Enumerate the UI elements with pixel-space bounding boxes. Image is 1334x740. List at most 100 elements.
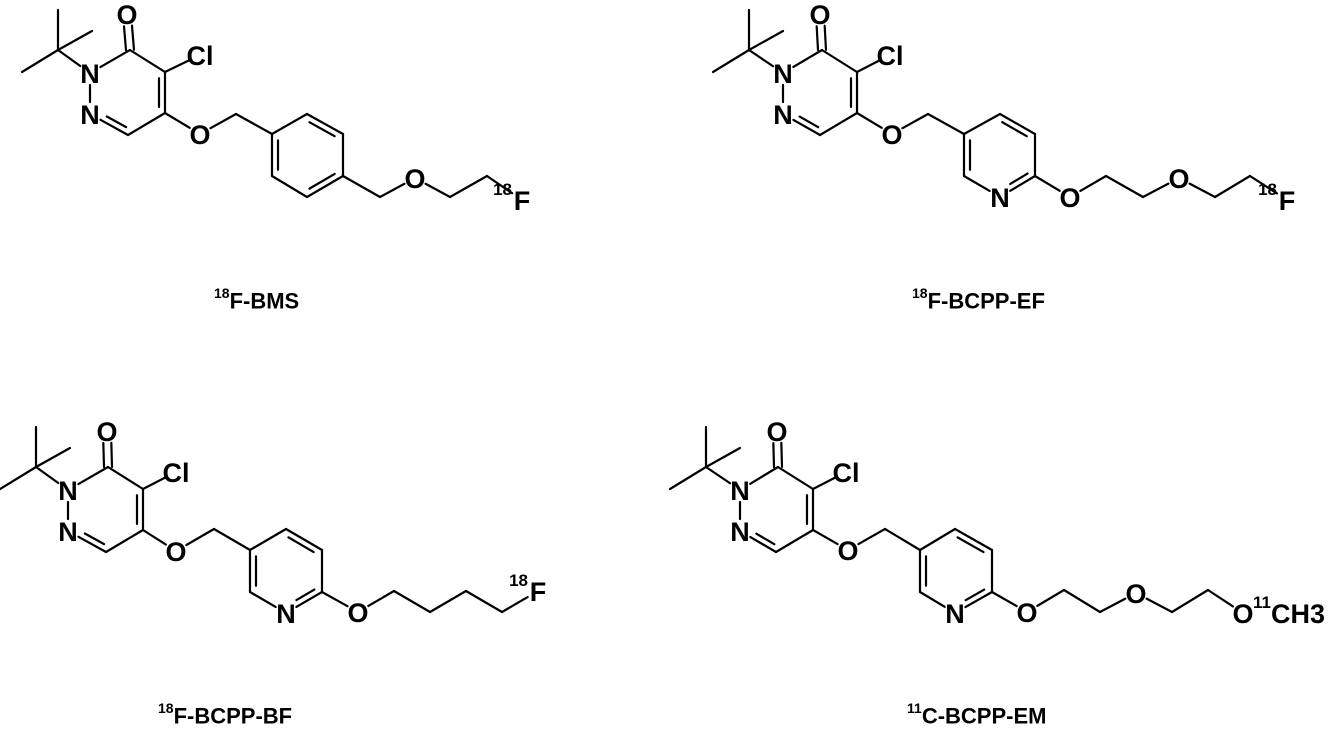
bond bbox=[185, 527, 216, 547]
bond bbox=[367, 589, 396, 608]
bond bbox=[1248, 174, 1279, 195]
svg-text:O: O bbox=[165, 537, 186, 567]
atom-o-label: O bbox=[404, 164, 425, 194]
atom-n-label: N bbox=[80, 59, 100, 89]
bond bbox=[284, 527, 324, 552]
bond bbox=[1188, 182, 1217, 199]
caption-name: F-BCPP-EF bbox=[927, 288, 1045, 314]
bond bbox=[392, 589, 432, 614]
bond bbox=[104, 528, 145, 554]
bond bbox=[749, 535, 778, 554]
bond bbox=[811, 528, 839, 546]
svg-text:O: O bbox=[1168, 164, 1189, 194]
bond bbox=[918, 590, 946, 608]
svg-text:O: O bbox=[1232, 599, 1253, 629]
bond bbox=[110, 441, 114, 468]
svg-text:N: N bbox=[773, 100, 793, 130]
caption-11c-bcpp-em: 11C-BCPP-EM bbox=[907, 700, 1046, 729]
atom-o-label: O bbox=[96, 417, 117, 447]
bond bbox=[485, 174, 514, 195]
atom-n-label: N bbox=[276, 599, 296, 629]
bond bbox=[668, 465, 708, 491]
svg-text:N: N bbox=[58, 517, 78, 547]
bond bbox=[711, 48, 751, 74]
svg-text:O: O bbox=[1125, 579, 1146, 609]
svg-text:O: O bbox=[1059, 183, 1080, 213]
bond bbox=[99, 48, 132, 69]
atom-o-label: O bbox=[809, 0, 830, 30]
atom-n-label: N bbox=[730, 476, 750, 506]
atom-o-label: O bbox=[766, 417, 787, 447]
bond bbox=[464, 589, 504, 614]
bond bbox=[747, 48, 775, 68]
atom-cl-label: Cl bbox=[877, 41, 904, 71]
bond bbox=[956, 536, 985, 554]
caption-isotope: 11 bbox=[907, 700, 922, 716]
bond bbox=[130, 24, 136, 51]
atom-o-label: O bbox=[837, 536, 858, 566]
atom-n-label: N bbox=[730, 517, 750, 547]
bond bbox=[1104, 174, 1145, 199]
bond bbox=[122, 25, 128, 52]
bond bbox=[1145, 597, 1174, 614]
svg-text:F: F bbox=[514, 186, 531, 216]
bond bbox=[820, 48, 859, 74]
atom-cl-label: Cl bbox=[187, 41, 214, 71]
svg-text:18: 18 bbox=[1258, 180, 1277, 199]
bond bbox=[1009, 174, 1037, 192]
svg-text:N: N bbox=[945, 599, 965, 629]
bond bbox=[964, 588, 986, 602]
svg-text:N: N bbox=[58, 476, 78, 506]
bond bbox=[56, 48, 82, 68]
bond bbox=[926, 112, 966, 136]
bond bbox=[428, 589, 468, 614]
caption-18f-bcpp-bf: 18F-BCPP-BF bbox=[158, 700, 293, 729]
bond bbox=[1036, 588, 1066, 607]
svg-text:O: O bbox=[96, 417, 117, 447]
atom-n-label: N bbox=[58, 517, 78, 547]
bond bbox=[34, 446, 72, 469]
bond bbox=[953, 527, 994, 552]
bond bbox=[77, 535, 108, 554]
svg-text:O: O bbox=[809, 0, 830, 30]
atom-o-label: O bbox=[165, 537, 186, 567]
bond bbox=[792, 48, 824, 69]
bond bbox=[1170, 588, 1210, 614]
bond bbox=[287, 536, 315, 554]
bond bbox=[424, 182, 452, 199]
svg-text:Cl: Cl bbox=[187, 41, 214, 71]
atom-o-label: O bbox=[1168, 164, 1189, 194]
bond bbox=[141, 476, 167, 491]
svg-text:11: 11 bbox=[1253, 593, 1271, 612]
svg-text:N: N bbox=[730, 476, 750, 506]
svg-text:CH3: CH3 bbox=[1271, 599, 1325, 629]
bond bbox=[798, 115, 820, 129]
caption-isotope: 18 bbox=[158, 700, 174, 716]
bond bbox=[56, 29, 94, 52]
caption-name: F-BCPP-BF bbox=[173, 703, 293, 729]
atom-o-label: O bbox=[1125, 579, 1146, 609]
bond bbox=[780, 441, 784, 468]
bond bbox=[305, 174, 345, 199]
bond bbox=[270, 174, 309, 199]
atom-o-label: O bbox=[189, 120, 210, 150]
svg-text:N: N bbox=[990, 183, 1010, 213]
bond bbox=[704, 446, 742, 469]
bond bbox=[1001, 121, 1028, 138]
bond bbox=[964, 590, 994, 609]
svg-text:O: O bbox=[189, 120, 210, 150]
bond bbox=[776, 465, 815, 491]
bond bbox=[883, 527, 922, 552]
bond bbox=[308, 172, 336, 190]
bond bbox=[815, 25, 820, 52]
svg-text:O: O bbox=[881, 120, 902, 150]
bond bbox=[792, 118, 822, 137]
svg-text:18: 18 bbox=[493, 180, 512, 199]
atom-n-label: N bbox=[773, 59, 793, 89]
